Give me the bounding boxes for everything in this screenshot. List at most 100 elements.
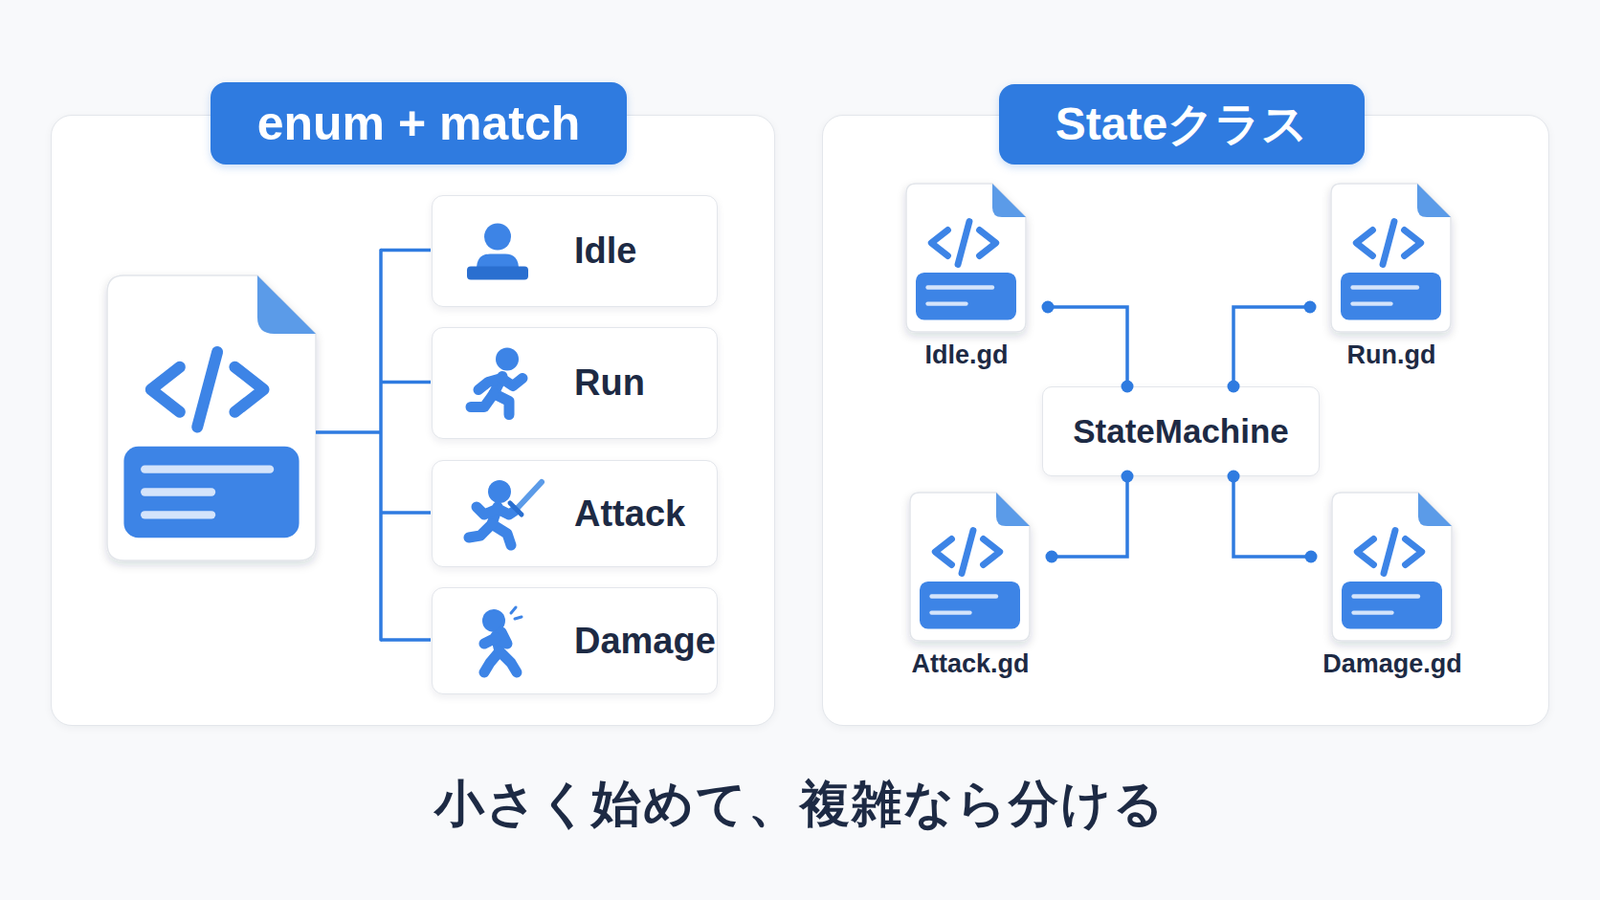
- figure-head: [495, 348, 519, 372]
- tree-line: [380, 380, 431, 385]
- state-label: Run: [574, 328, 645, 439]
- file-name: Run.gd: [1310, 337, 1473, 373]
- file-node: Run.gd: [1310, 184, 1473, 372]
- connector-dot: [1227, 380, 1241, 394]
- figure-limb: [501, 378, 523, 387]
- figure-limb: [484, 651, 500, 673]
- tree-line: [315, 430, 381, 435]
- code-symbol: [983, 539, 1000, 566]
- file-bar-line: [1354, 610, 1393, 615]
- file-icon: [910, 492, 1030, 642]
- file-body: [910, 492, 1030, 642]
- connector-dot: [1227, 470, 1241, 484]
- file-body: [1331, 183, 1451, 333]
- figure-limb: [493, 394, 510, 416]
- file-fold: [1418, 492, 1452, 527]
- file-body: [107, 275, 316, 561]
- file-name: Attack.gd: [888, 646, 1052, 682]
- state-label: Idle: [574, 196, 637, 307]
- file-bar-line: [928, 285, 994, 289]
- file-node: Attack.gd: [888, 493, 1052, 681]
- connector: [1051, 476, 1128, 557]
- connector-group: [1042, 301, 1134, 394]
- file-body: [906, 183, 1026, 333]
- state-label: Damage: [574, 588, 716, 694]
- code-symbol: [1405, 539, 1423, 566]
- figure-limb: [493, 377, 503, 395]
- figure-limb: [497, 509, 515, 515]
- figure-body: [476, 254, 519, 270]
- state-box: Damage: [431, 587, 718, 695]
- file-icon: [107, 275, 316, 561]
- figure-head: [484, 223, 512, 251]
- figure-limb: [468, 524, 492, 538]
- panel-heading: Stateクラス: [999, 84, 1365, 165]
- figure-limb: [476, 507, 498, 515]
- idle-figure: [466, 223, 529, 281]
- code-symbol: [931, 230, 948, 257]
- figure-limb: [511, 607, 516, 614]
- figure-head: [482, 609, 506, 633]
- code-symbol: [979, 230, 997, 257]
- state-machine-box: StateMachine: [1042, 386, 1320, 477]
- connector-group: [1227, 470, 1318, 564]
- file-node: Idle.gd: [885, 184, 1048, 372]
- figure-limb: [470, 394, 494, 408]
- file-bar-line: [928, 301, 967, 306]
- connector: [1047, 307, 1128, 387]
- file-bar: [919, 581, 1021, 630]
- code-symbol: [234, 367, 264, 413]
- file-bar: [123, 446, 299, 538]
- group-panel: StateクラスIdle.gdRun.gdStateMachineAttack.…: [822, 114, 1550, 727]
- file-bar-line: [144, 465, 270, 473]
- state-box: Attack: [431, 460, 718, 568]
- figure-limb: [491, 507, 498, 525]
- code-symbol: [1382, 222, 1395, 266]
- code-symbol: [1356, 539, 1374, 566]
- attack-figure: [468, 480, 542, 546]
- file-name: Damage.gd: [1311, 646, 1474, 682]
- file-bar-line: [1353, 285, 1419, 289]
- file-bar-line: [932, 594, 998, 599]
- caption: 小さく始めて、複雑なら分ける: [0, 771, 1600, 839]
- figure-limb: [499, 651, 517, 673]
- file-bar: [1341, 581, 1443, 630]
- group-panel: enum + matchIdleRunAttackDamage: [50, 114, 776, 727]
- connector: [1233, 307, 1311, 387]
- connector-dot: [1305, 551, 1318, 564]
- connector-group: [1045, 470, 1134, 564]
- connector-group: [1227, 301, 1317, 394]
- file-bar-line: [1354, 594, 1420, 599]
- figure-limb: [478, 378, 502, 391]
- file-fold: [992, 183, 1026, 218]
- figure-limb: [495, 632, 508, 645]
- figure-base: [466, 266, 529, 281]
- file-bar-line: [144, 511, 212, 519]
- file-bar-line: [144, 488, 212, 496]
- figure-limb: [495, 636, 500, 652]
- file-bar-line: [932, 610, 971, 615]
- connector-dot: [1121, 380, 1134, 394]
- file-bar: [915, 272, 1017, 321]
- figure-limb: [510, 503, 522, 515]
- code-symbol: [961, 531, 974, 575]
- panel-heading: enum + match: [210, 82, 627, 165]
- tree-line: [380, 248, 431, 253]
- file-node: Damage.gd: [1311, 493, 1474, 681]
- box-label: StateMachine: [1072, 412, 1289, 451]
- state-label: Attack: [574, 461, 686, 567]
- code-symbol: [1404, 230, 1422, 257]
- file-fold: [996, 492, 1030, 527]
- figure-limb: [491, 524, 512, 546]
- code-symbol: [934, 539, 952, 566]
- figure-limb: [484, 638, 496, 645]
- file-fold: [1417, 183, 1451, 218]
- connector-dot: [1121, 470, 1134, 484]
- state-box: Run: [431, 327, 718, 440]
- file-bar-line: [1353, 301, 1392, 306]
- file-icon: [1332, 492, 1452, 642]
- figure-limb: [516, 482, 542, 510]
- connector: [1233, 476, 1312, 557]
- tree-line: [380, 638, 431, 643]
